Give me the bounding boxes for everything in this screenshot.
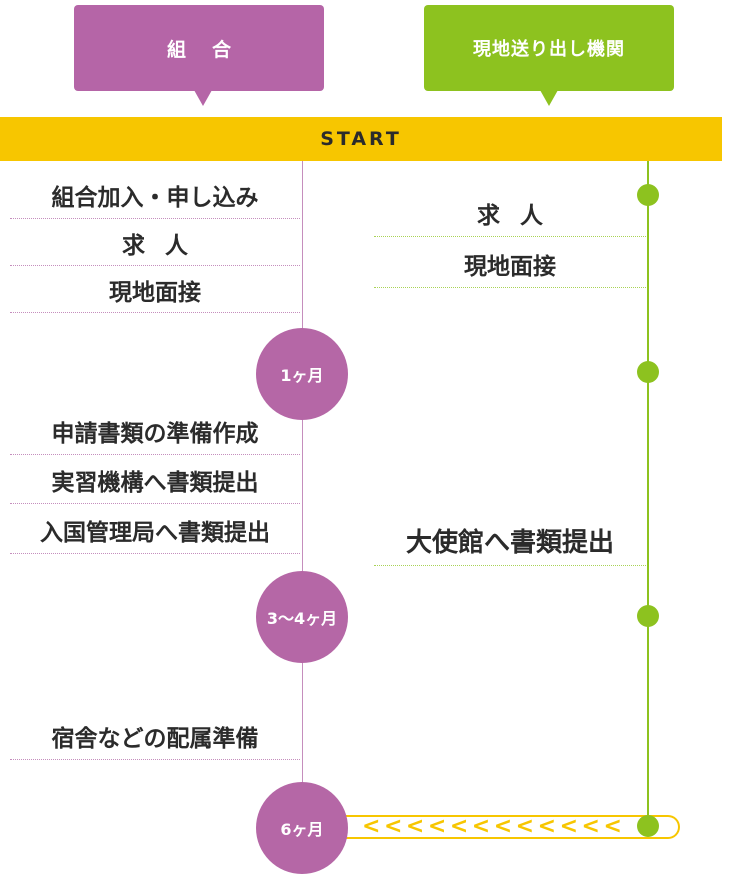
start-bar: START — [0, 117, 722, 161]
agency-timeline-dot — [637, 605, 659, 627]
kumiai-step: 実習機構へ書類提出 — [10, 457, 300, 504]
agency-step: 現地面接 — [374, 240, 646, 288]
kumiai-step: 現地面接 — [10, 267, 300, 313]
kumiai-step: 組合加入・申し込み — [10, 172, 300, 219]
chevron-left-icon: < — [471, 814, 491, 839]
chevron-left-icon: < — [383, 814, 403, 839]
milestone-6-months: 6ヶ月 — [256, 782, 348, 874]
kumiai-header: 組合 — [74, 5, 324, 106]
kumiai-timeline — [302, 161, 303, 841]
milestone-1-month: 1ヶ月 — [256, 328, 348, 420]
chevron-left-icon: < — [603, 814, 622, 839]
chevron-left-icon: < — [405, 814, 425, 839]
agency-timeline — [647, 161, 649, 827]
chevron-left-icon: < — [493, 814, 513, 839]
kumiai-step: 求人 — [10, 220, 300, 266]
kumiai-step: 申請書類の準備作成 — [10, 408, 300, 455]
chevron-left-icon: < — [362, 814, 381, 839]
agency-step-label: 求人 — [477, 203, 563, 229]
chevron-left-icon: < — [559, 814, 579, 839]
completion-arrows: < < < < < < < < < < < < — [362, 814, 622, 840]
local-agency-header-label: 現地送り出し機関 — [473, 39, 625, 60]
completion-track — [340, 815, 680, 839]
kumiai-step-label: 求人 — [122, 232, 208, 259]
milestone-3-4-months: 3～4ヶ月 — [256, 571, 348, 663]
kumiai-header-label: 組合 — [166, 38, 257, 61]
chevron-left-icon: < — [515, 814, 535, 839]
chevron-left-icon: < — [449, 814, 469, 839]
local-agency-header: 現地送り出し機関 — [424, 5, 674, 106]
agency-timeline-end-dot — [637, 815, 659, 837]
kumiai-step: 宿舎などの配属準備 — [10, 712, 300, 760]
kumiai-step: 入国管理局へ書類提出 — [10, 506, 300, 554]
agency-timeline-dot — [637, 184, 659, 206]
agency-step: 大使館へ書類提出 — [374, 515, 646, 566]
chevron-left-icon: < — [581, 814, 600, 839]
chevron-left-icon: < — [427, 814, 447, 839]
agency-timeline-dot — [637, 361, 659, 383]
agency-step: 求人 — [374, 190, 646, 237]
chevron-left-icon: < — [537, 814, 557, 839]
